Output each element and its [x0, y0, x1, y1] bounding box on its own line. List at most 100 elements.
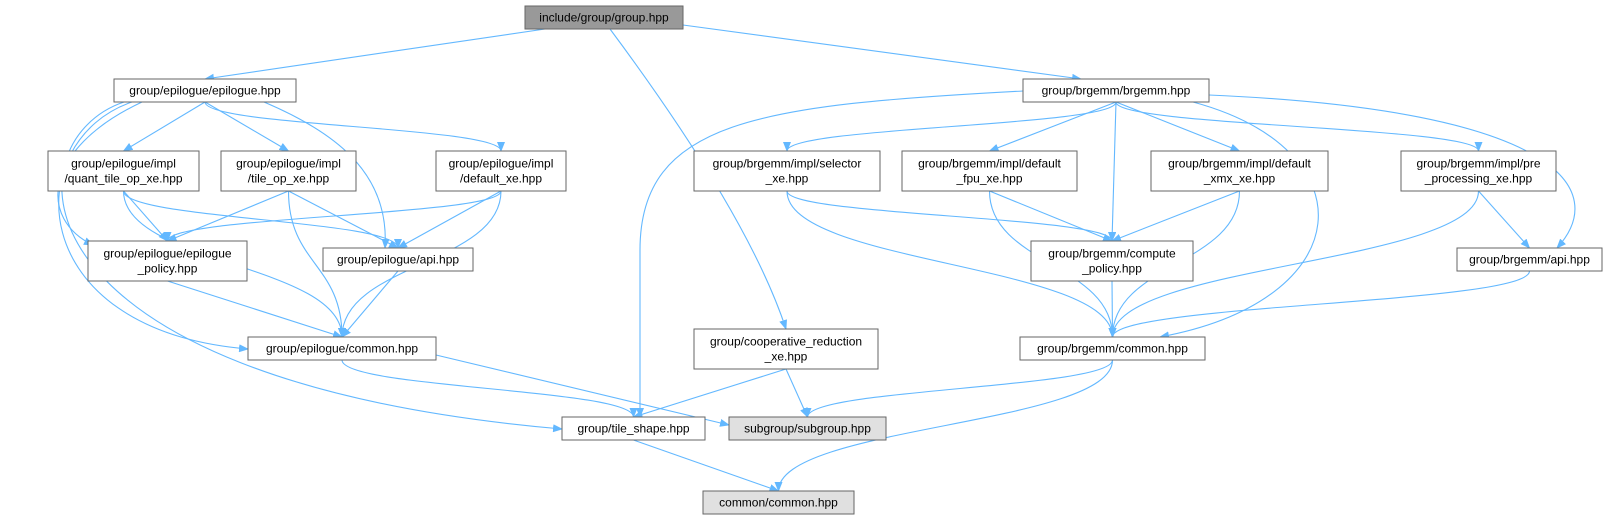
edge-root-to-epi — [204, 28, 546, 82]
edge-root-to-brg — [682, 24, 1082, 82]
node-box — [220, 150, 357, 192]
edge-sel-to-brgcom — [786, 190, 1117, 338]
edge-epicom-to-tshape — [341, 359, 638, 418]
node-label: common/common.hpp — [719, 496, 838, 510]
node-label: _policy.hpp — [137, 262, 198, 276]
edge-tile-to-epipol — [166, 190, 289, 242]
node-box — [728, 416, 887, 441]
node-box — [113, 78, 297, 103]
edge-brg-to-comppol — [1108, 101, 1117, 242]
node-label: _xmx_xe.hpp — [1203, 172, 1276, 186]
edge-pre-to-brgapi — [1478, 190, 1531, 249]
node-label: _processing_xe.hpp — [1424, 172, 1533, 186]
edge-tile-to-epicom — [287, 190, 346, 338]
node-label: group/cooperative_reduction — [710, 335, 862, 349]
node-brg[interactable]: group/brgemm/brgemm.hpp — [1022, 78, 1210, 103]
node-epiapi[interactable]: group/epilogue/api.hpp — [322, 247, 474, 272]
node-epicom[interactable]: group/epilogue/common.hpp — [247, 336, 437, 361]
node-subg[interactable]: subgroup/subgroup.hpp — [728, 416, 887, 441]
node-brgcom[interactable]: group/brgemm/common.hpp — [1019, 336, 1206, 361]
node-box — [87, 240, 248, 282]
edge-brg-to-xmx — [1115, 101, 1241, 152]
edge-tile-to-epiapi — [288, 190, 399, 249]
edge-brg-to-brgcom — [1159, 101, 1319, 340]
node-label: _policy.hpp — [1081, 262, 1142, 276]
node-comppol[interactable]: group/brgemm/compute_policy.hpp — [1030, 240, 1194, 282]
node-label: group/brgemm/impl/default — [918, 157, 1061, 171]
node-root[interactable]: include/group/group.hpp — [524, 5, 684, 30]
edge-pre-to-brgcom — [1108, 190, 1480, 338]
edge-sel-to-comppol — [786, 190, 1116, 242]
node-label: group/epilogue/impl — [449, 157, 554, 171]
node-label: group/tile_shape.hpp — [577, 422, 689, 436]
node-tshape[interactable]: group/tile_shape.hpp — [561, 416, 706, 441]
node-label: group/brgemm/impl/pre — [1416, 157, 1540, 171]
node-qtile[interactable]: group/epilogue/impl/quant_tile_op_xe.hpp — [47, 150, 200, 192]
node-box — [693, 328, 879, 370]
node-box — [47, 150, 200, 192]
node-label: group/brgemm/common.hpp — [1037, 342, 1188, 356]
edge-epi-to-qtile — [122, 101, 206, 152]
edge-brgcom-to-subg — [803, 359, 1114, 418]
node-box — [693, 150, 881, 192]
node-label: group/epilogue/common.hpp — [266, 342, 418, 356]
node-label: group/epilogue/epilogue — [103, 247, 231, 261]
node-label: group/brgemm/impl/default — [1168, 157, 1311, 171]
node-label: _xe.hpp — [764, 350, 808, 364]
node-label: group/epilogue/api.hpp — [337, 253, 459, 267]
node-pre[interactable]: group/brgemm/impl/pre_processing_xe.hpp — [1400, 150, 1557, 192]
edge-defxe-to-epipol — [163, 190, 502, 242]
node-defxe[interactable]: group/epilogue/impl/default_xe.hpp — [435, 150, 567, 192]
node-label: group/brgemm/compute — [1048, 247, 1176, 261]
node-label: _fpu_xe.hpp — [955, 172, 1022, 186]
edge-fpu-to-comppol — [989, 190, 1113, 242]
edge-epipol-to-epicom — [167, 280, 343, 339]
node-xmx[interactable]: group/brgemm/impl/default_xmx_xe.hpp — [1150, 150, 1329, 192]
node-box — [561, 416, 706, 441]
edge-brgapi-to-brgcom — [1108, 270, 1531, 338]
node-box — [901, 150, 1078, 192]
edge-qtile-to-epipol — [123, 190, 169, 242]
edge-brg-to-pre — [1115, 101, 1483, 152]
node-label: group/brgemm/api.hpp — [1469, 253, 1590, 267]
node-label: /tile_op_xe.hpp — [248, 172, 330, 186]
node-label: include/group/group.hpp — [539, 11, 669, 25]
edge-brg-to-sel — [783, 101, 1117, 152]
node-box — [1150, 150, 1329, 192]
edge-root-to-coop — [609, 28, 787, 330]
node-sel[interactable]: group/brgemm/impl/selector_xe.hpp — [693, 150, 881, 192]
node-tile[interactable]: group/epilogue/impl/tile_op_xe.hpp — [220, 150, 357, 192]
edge-tshape-to-comcom — [633, 439, 780, 492]
node-epi[interactable]: group/epilogue/epilogue.hpp — [113, 78, 297, 103]
node-box — [1030, 240, 1194, 282]
node-comcom[interactable]: common/common.hpp — [702, 490, 855, 515]
node-label: subgroup/subgroup.hpp — [744, 422, 871, 436]
node-fpu[interactable]: group/brgemm/impl/default_fpu_xe.hpp — [901, 150, 1078, 192]
node-brgapi[interactable]: group/brgemm/api.hpp — [1456, 247, 1603, 272]
edge-epiapi-to-epicom — [341, 270, 399, 338]
node-label: group/brgemm/brgemm.hpp — [1042, 84, 1191, 98]
edge-brg-to-fpu — [988, 101, 1117, 152]
node-box — [1456, 247, 1603, 272]
edge-qtile-to-epiapi — [122, 190, 402, 249]
edge-xmx-to-comppol — [1111, 190, 1240, 242]
node-epipol[interactable]: group/epilogue/epilogue_policy.hpp — [87, 240, 248, 282]
node-box — [1400, 150, 1557, 192]
node-box — [524, 5, 684, 30]
node-box — [435, 150, 567, 192]
edge-coop-to-tshape — [632, 368, 787, 419]
edge-brgcom-to-comcom — [774, 359, 1114, 492]
node-label: /quant_tile_op_xe.hpp — [64, 172, 182, 186]
node-coop[interactable]: group/cooperative_reduction_xe.hpp — [693, 328, 879, 370]
node-box — [247, 336, 437, 361]
edge-epicom-to-subg — [435, 354, 730, 427]
node-label: /default_xe.hpp — [460, 172, 542, 186]
node-label: group/epilogue/impl — [236, 157, 341, 171]
edge-brg-to-tshape — [636, 90, 1024, 418]
edge-epi-to-tile — [204, 101, 290, 152]
edge-coop-to-subg — [785, 368, 809, 418]
node-box — [322, 247, 474, 272]
edge-epi-to-epicom — [58, 101, 249, 353]
node-label: group/epilogue/epilogue.hpp — [129, 84, 281, 98]
